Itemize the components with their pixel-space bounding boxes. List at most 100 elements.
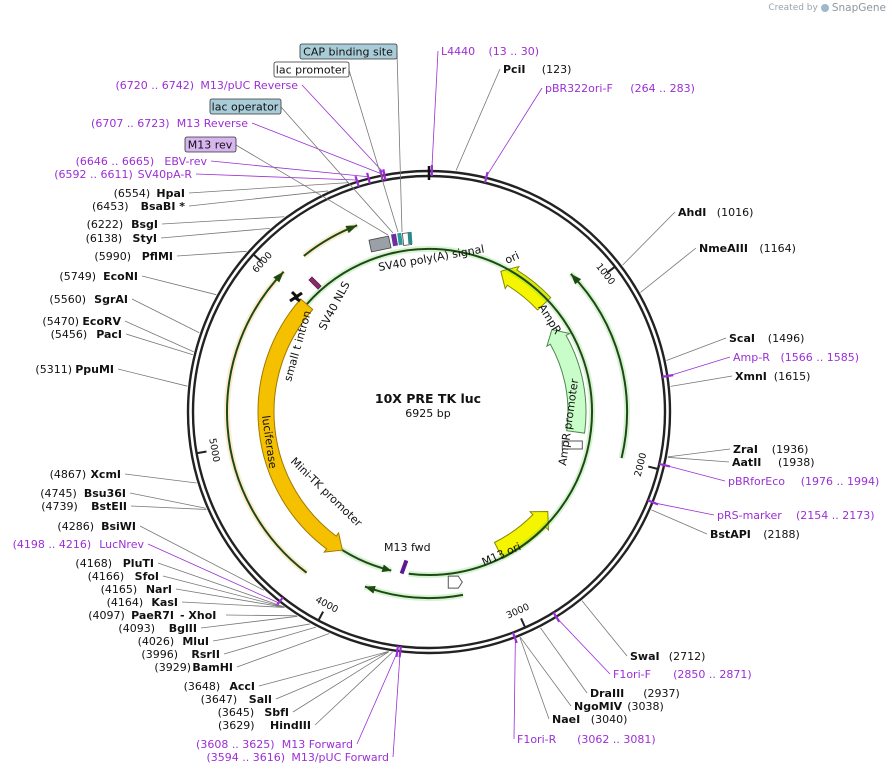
- site-f1ori-f[interactable]: F1ori-F(2850 .. 2871): [613, 668, 752, 681]
- boxed-labels: CAP binding site lac promoter lac operat…: [185, 44, 397, 152]
- site-nmeaiii[interactable]: NmeAIII(1164): [699, 242, 796, 255]
- site-swai[interactable]: SwaI(2712): [630, 650, 705, 663]
- site-position: (3040): [591, 713, 628, 726]
- site-position: (6138): [86, 232, 123, 245]
- site-name: XcmI: [90, 468, 121, 481]
- site-ahdi[interactable]: AhdI(1016): [678, 206, 753, 219]
- site-pbr322ori-f[interactable]: pBR322ori-F(264 .. 283): [545, 82, 695, 95]
- site-pcii[interactable]: PciI(123): [503, 63, 571, 76]
- site-name: M13 Reverse: [177, 117, 248, 130]
- leader-line: [196, 174, 357, 180]
- leader-line: [514, 639, 515, 739]
- site-ppumi[interactable]: PpuMI(5311): [35, 363, 114, 376]
- cap-binding-site-label: CAP binding site: [303, 46, 393, 59]
- site-position: (4026): [138, 635, 175, 648]
- plasmid-size: 6925 bp: [405, 407, 450, 420]
- site-bsgi[interactable]: BsgI(6222): [87, 218, 158, 231]
- site-name: SalI: [249, 693, 272, 706]
- site-styi[interactable]: StyI(6138): [86, 232, 157, 245]
- site-sfoi[interactable]: SfoI(4166): [88, 570, 159, 583]
- site-m13-puc-reverse[interactable]: M13/pUC Reverse(6720 .. 6742): [115, 79, 298, 92]
- site-sv40pa-r[interactable]: SV40pA-R(6592 .. 6611): [54, 168, 192, 181]
- site-hindiii[interactable]: HindIII(3629): [218, 719, 311, 732]
- site-pbrforeco[interactable]: pBRforEco(1976 .. 1994): [728, 475, 879, 488]
- site-name: SfoI: [135, 570, 159, 583]
- sv40-polya-box[interactable]: [369, 236, 391, 252]
- site-ecorv[interactable]: EcoRV(5470): [42, 315, 121, 328]
- site-name: AhdI: [678, 206, 706, 219]
- site-m13-forward[interactable]: M13 Forward(3608 .. 3625): [196, 738, 353, 751]
- site-scai[interactable]: ScaI(1496): [729, 332, 804, 345]
- site-rsrii[interactable]: RsrII(3996): [141, 648, 220, 661]
- site-position: (264 .. 283): [630, 82, 695, 95]
- small-t-intron-icon[interactable]: [290, 292, 302, 301]
- site-position: (3608 .. 3625): [196, 738, 275, 751]
- site-bsiwi[interactable]: BsiWI(4286): [57, 520, 136, 533]
- site-xcmi[interactable]: XcmI(4867): [50, 468, 121, 481]
- leader-line: [130, 493, 206, 508]
- site-m13-puc-forward[interactable]: M13/pUC Forward(3594 .. 3616): [206, 751, 389, 764]
- site-l4440[interactable]: L4440(13 .. 30): [441, 45, 539, 58]
- site-lucnrev[interactable]: LucNrev(4198 .. 4216): [13, 538, 145, 551]
- site-zrai[interactable]: ZraI(1936): [733, 443, 808, 456]
- site-pluti[interactable]: PluTI(4168): [75, 557, 154, 570]
- leader-line: [397, 52, 402, 232]
- cap-site-mark[interactable]: [408, 232, 413, 244]
- site-bglii[interactable]: BglII(4093): [118, 622, 197, 635]
- site-naei[interactable]: NaeI (3040): [552, 713, 627, 726]
- site-paer7i[interactable]: PaeR7I(4097)- XhoI: [88, 609, 216, 622]
- site-sgrai[interactable]: SgrAI(5560): [49, 293, 128, 306]
- site-mlui[interactable]: MluI(4026): [138, 635, 209, 648]
- leader-line: [315, 652, 392, 725]
- site-bamhi[interactable]: BamHI(3929): [154, 661, 233, 674]
- site-name: PciI: [503, 63, 525, 76]
- m13-fwd-primer-mark[interactable]: [400, 560, 409, 575]
- site-aatii[interactable]: AatII(1938): [732, 456, 815, 469]
- site-position: (4168): [75, 557, 112, 570]
- site-bsteii[interactable]: BstEII(4739): [41, 500, 127, 513]
- site-name: BamHI: [192, 661, 233, 674]
- site-position: (13 .. 30): [489, 45, 540, 58]
- lac-operator-mark[interactable]: [397, 233, 403, 245]
- mini-tk-promoter-arrow[interactable]: [448, 576, 462, 588]
- leader-line: [293, 652, 389, 712]
- tick-label: 3000: [505, 602, 532, 622]
- site-amp-r[interactable]: Amp-R(1566 .. 1585): [733, 351, 859, 364]
- site-prs-marker[interactable]: pRS-marker(2154 .. 2173): [717, 509, 875, 522]
- site-name: NgoMIV: [574, 700, 623, 713]
- site-position: (1496): [768, 332, 805, 345]
- site-position: (4286): [57, 520, 94, 533]
- site-bsabi[interactable]: BsaBI *(6453): [92, 200, 185, 213]
- leader-line: [456, 69, 500, 171]
- sv40-nls-mark[interactable]: [309, 277, 321, 289]
- site-sbfi[interactable]: SbfI(3645): [218, 706, 289, 719]
- site-pflmi[interactable]: PflMI(5990): [94, 250, 173, 263]
- site-ebv-rev[interactable]: EBV-rev(6646 .. 6665): [76, 155, 208, 168]
- site-position: (5470): [42, 315, 79, 328]
- site-draiii[interactable]: DraIII(2937): [590, 687, 680, 700]
- site-econi[interactable]: EcoNI(5749): [59, 270, 138, 283]
- site-name: NaeI: [552, 713, 580, 726]
- leader-line: [349, 70, 398, 232]
- site-acci[interactable]: AccI(3648): [184, 680, 255, 693]
- site-position: (1164): [759, 242, 796, 255]
- site-paci[interactable]: PacI(5456): [51, 328, 122, 341]
- site-name: NarI: [146, 583, 172, 596]
- site-name: SgrAI: [94, 293, 128, 306]
- site-bsu36i[interactable]: Bsu36I(4745): [40, 487, 126, 500]
- m13-rev-primer-mark[interactable]: [391, 234, 398, 247]
- site-kasi[interactable]: KasI(4164): [107, 596, 178, 609]
- site-sali[interactable]: SalI(3647): [201, 693, 272, 706]
- site-hpai[interactable]: HpaI(6554): [114, 187, 185, 200]
- site-position: (4739): [41, 500, 78, 513]
- site-bstapi[interactable]: BstAPI(2188): [710, 528, 800, 541]
- site-name: PflMI: [142, 250, 173, 263]
- site-m13-reverse[interactable]: M13 Reverse(6707 .. 6723): [91, 117, 248, 130]
- site-position: (5456): [51, 328, 88, 341]
- site-xmni[interactable]: XmnI(1615): [735, 370, 810, 383]
- site-position: (6453): [92, 200, 129, 213]
- site-f1ori-r[interactable]: F1ori-R(3062 .. 3081): [517, 733, 656, 746]
- site-nari[interactable]: NarI(4165): [101, 583, 172, 596]
- site-ngomiv[interactable]: NgoMIV(3038): [574, 700, 664, 713]
- site-name: Amp-R: [733, 351, 770, 364]
